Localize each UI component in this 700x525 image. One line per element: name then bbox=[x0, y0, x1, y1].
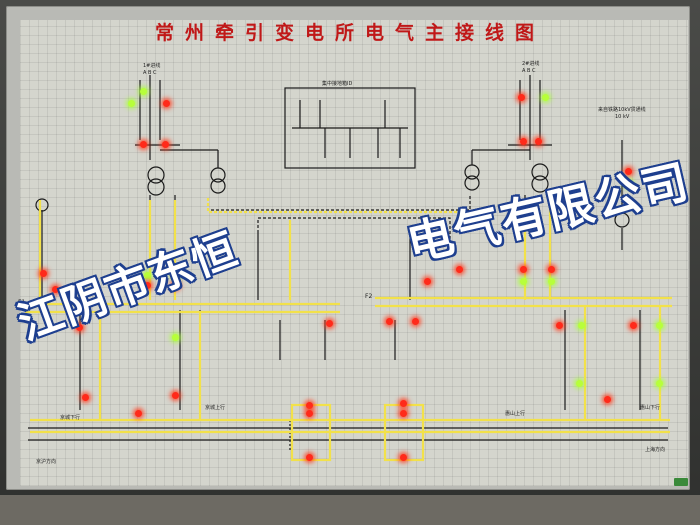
indicator-led bbox=[520, 138, 527, 145]
feeder-label-right-down: 惠山下行 bbox=[640, 405, 661, 411]
indicator-led bbox=[326, 320, 333, 327]
indicator-led bbox=[456, 266, 463, 273]
indicator-led bbox=[135, 410, 142, 417]
direction-label-left: 京沪方向 bbox=[36, 459, 57, 465]
indicator-led bbox=[535, 138, 542, 145]
hv-feed-voltage: 10 kV bbox=[615, 114, 630, 120]
indicator-led bbox=[424, 278, 431, 285]
indicator-led bbox=[82, 394, 89, 401]
incoming-line-2-phases: A B C bbox=[522, 68, 536, 74]
indicator-led bbox=[76, 324, 83, 331]
indicator-led bbox=[128, 100, 135, 107]
feeder-label-left-down: 京城下行 bbox=[60, 415, 81, 421]
indicator-led bbox=[412, 318, 419, 325]
indicator-led bbox=[140, 141, 147, 148]
feeder-label-right-up: 惠山上行 bbox=[505, 411, 526, 417]
indicator-led bbox=[306, 454, 313, 461]
floor bbox=[0, 495, 700, 525]
indicator-led bbox=[400, 400, 407, 407]
incoming-line-2-label: 2#进线 bbox=[522, 61, 540, 67]
green-sticker bbox=[674, 478, 688, 486]
indicator-led bbox=[163, 100, 170, 107]
bus-right-label: F2 bbox=[365, 293, 373, 300]
indicator-led bbox=[520, 266, 527, 273]
indicator-led bbox=[556, 322, 563, 329]
feeder-label-left-up: 京城上行 bbox=[205, 405, 226, 411]
incoming-line-1-phases: A B C bbox=[143, 70, 157, 76]
indicator-led bbox=[576, 380, 583, 387]
bus-left-label: F1 bbox=[18, 299, 26, 306]
incoming-line-1-label: 1#进线 bbox=[143, 63, 161, 69]
indicator-led bbox=[625, 168, 632, 175]
indicator-led bbox=[625, 180, 632, 187]
indicator-led bbox=[518, 94, 525, 101]
indicator-led bbox=[548, 278, 555, 285]
hv-feed-label: 来自铁路10kV贯通线 bbox=[598, 107, 646, 113]
indicator-led bbox=[52, 286, 59, 293]
indicator-led bbox=[542, 94, 549, 101]
indicator-led bbox=[548, 266, 555, 273]
indicator-led bbox=[400, 410, 407, 417]
indicator-led bbox=[630, 322, 637, 329]
indicator-led bbox=[140, 88, 147, 95]
indicator-led bbox=[306, 402, 313, 409]
indicator-led bbox=[172, 282, 179, 289]
indicator-led bbox=[656, 380, 663, 387]
indicator-led bbox=[172, 272, 179, 279]
indicator-led bbox=[172, 334, 179, 341]
indicator-led bbox=[306, 410, 313, 417]
board-frame bbox=[6, 6, 690, 490]
indicator-led bbox=[604, 396, 611, 403]
mimic-board bbox=[20, 20, 688, 486]
indicator-led bbox=[162, 141, 169, 148]
indicator-led bbox=[40, 270, 47, 277]
indicator-led bbox=[144, 272, 151, 279]
board-title: 常州牵引变电所电气主接线图 bbox=[154, 22, 545, 44]
center-box-title: 集中接地箱ID bbox=[322, 81, 353, 87]
indicator-led bbox=[144, 282, 151, 289]
indicator-led bbox=[578, 322, 585, 329]
indicator-led bbox=[172, 392, 179, 399]
indicator-led bbox=[656, 322, 663, 329]
direction-label-right: 上海方向 bbox=[645, 447, 666, 453]
indicator-led bbox=[400, 454, 407, 461]
indicator-led bbox=[386, 318, 393, 325]
indicator-led bbox=[520, 278, 527, 285]
